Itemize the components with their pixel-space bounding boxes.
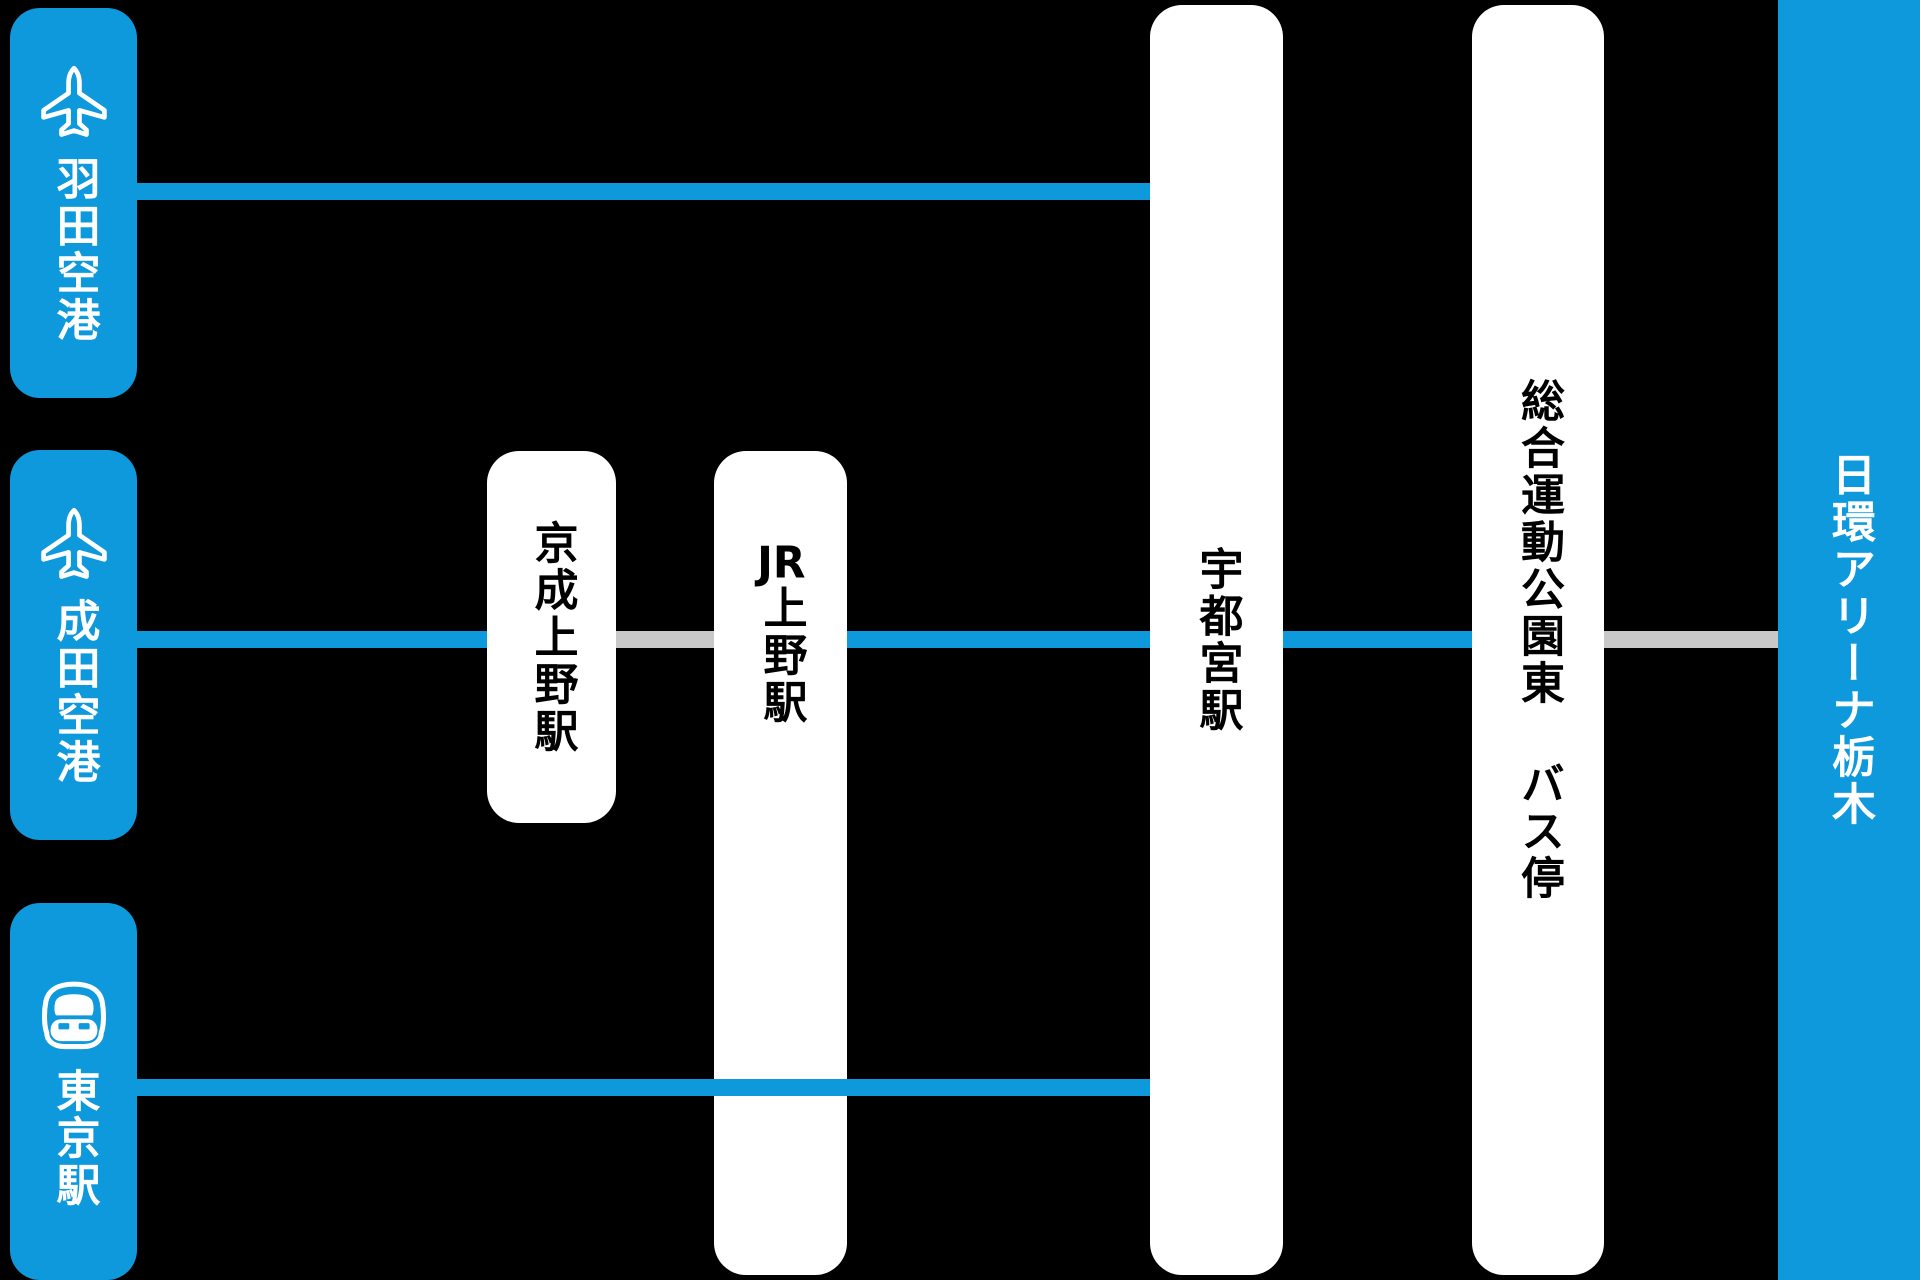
origin-box-tokyo-station: 東京駅 — [10, 903, 137, 1280]
airplane-icon — [35, 504, 113, 582]
origin-label: 成田空港 — [48, 598, 100, 786]
station-box-keisei-ueno: 京成上野駅 — [487, 451, 616, 823]
shinkansen-icon — [35, 974, 113, 1052]
station-label: 京成上野駅 — [526, 519, 578, 755]
station-label-main: 上野駅 — [755, 585, 807, 726]
destination-bar-nikkan-arena-tochigi: 日環アリーナ栃木 — [1778, 0, 1920, 1280]
transfer-line-bus-stop-to-arena — [1604, 631, 1778, 648]
route-line-haneda-utsunomiya — [137, 183, 1150, 200]
route-line-utsunomiya-bus-stop — [1283, 631, 1472, 648]
airplane-icon — [35, 62, 113, 140]
station-box-jr-ueno: JR上野駅 — [714, 451, 847, 1275]
route-line-narita-keisei-ueno — [137, 631, 487, 648]
origin-box-haneda-airport: 羽田空港 — [10, 8, 137, 398]
transfer-line-keisei-to-jr-ueno — [616, 631, 714, 648]
station-label: 宇都宮駅 — [1191, 546, 1243, 734]
origin-label: 東京駅 — [48, 1068, 100, 1209]
station-label: JR上野駅 — [756, 541, 807, 726]
station-label: 総合運動公園東 バス停 — [1513, 378, 1564, 902]
destination-label: 日環アリーナ栃木 — [1824, 452, 1875, 828]
station-box-sogo-undo-koen-higashi-bus-stop: 総合運動公園東 バス停 — [1472, 5, 1604, 1275]
origin-label: 羽田空港 — [48, 156, 100, 344]
route-line-tokyo-utsunomiya — [137, 1079, 1150, 1096]
route-line-jr-ueno-utsunomiya — [847, 631, 1150, 648]
station-label-prefix: JR — [757, 541, 806, 585]
station-box-utsunomiya: 宇都宮駅 — [1150, 5, 1283, 1275]
origin-box-narita-airport: 成田空港 — [10, 450, 137, 840]
